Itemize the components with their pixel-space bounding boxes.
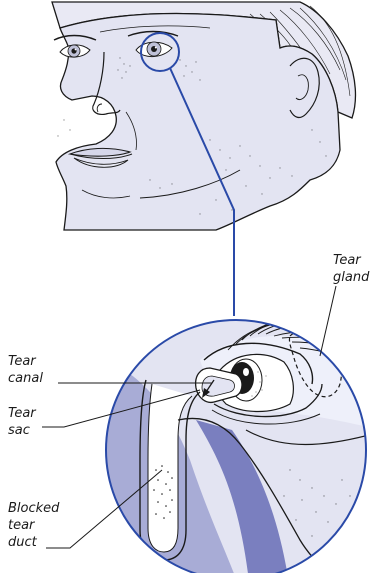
tear-gland-label: Tear gland [333, 252, 369, 286]
tear-sac-label-line: sac [8, 422, 36, 439]
tear-sac-label-line: Tear [8, 405, 36, 422]
tear-gland-label-line: Tear [333, 252, 369, 269]
tear-canal-label-line: canal [8, 370, 43, 387]
tear-gland-leader [320, 286, 336, 356]
blocked-tear-duct-label-line: duct [8, 534, 59, 551]
head-illustration [52, 2, 355, 230]
tear-canal-label-line: Tear [8, 353, 43, 370]
tear-canal-label: Tear canal [8, 353, 43, 387]
blocked-tear-duct-label-line: Blocked [8, 500, 59, 517]
tear-gland-label-line: gland [333, 269, 369, 286]
magnified-inset [100, 316, 374, 573]
tear-sac-label: Tear sac [8, 405, 36, 439]
blocked-tear-duct-label-line: tear [8, 517, 59, 534]
blocked-tear-duct-label: Blocked tear duct [8, 500, 59, 551]
